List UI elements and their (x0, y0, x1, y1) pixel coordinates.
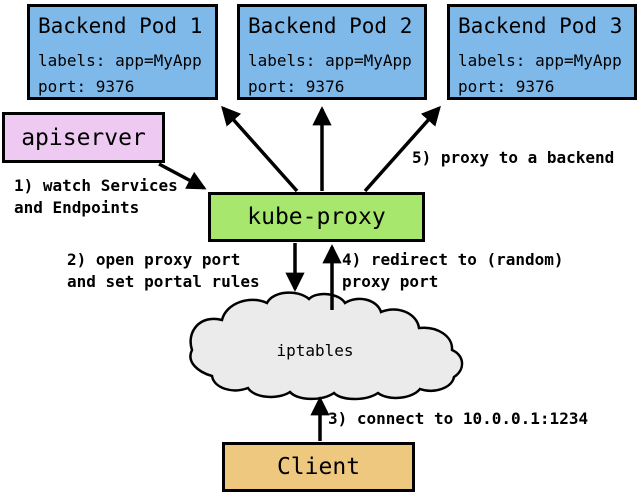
backend-pod-2-title: Backend Pod 2 (248, 14, 413, 38)
iptables-cloud-shape (189, 291, 464, 401)
client-box: Client (222, 442, 415, 492)
arrow-kubeproxy-to-pod3 (363, 105, 441, 193)
backend-pod-3-port: port: 9376 (458, 77, 555, 96)
backend-pod-1-title: Backend Pod 1 (38, 14, 203, 38)
backend-pod-2-port: port: 9376 (248, 77, 345, 96)
arrow-kubeproxy-to-pod1 (221, 105, 299, 193)
backend-pod-3-title: Backend Pod 3 (458, 14, 623, 38)
iptables-label: iptables (276, 341, 354, 360)
backend-pod-1-box: Backend Pod 1 labels: app=MyApp port: 93… (27, 4, 218, 100)
apiserver-box: apiserver (2, 112, 165, 163)
backend-pod-2-labels: labels: app=MyApp (248, 51, 412, 70)
backend-pod-1-port: port: 9376 (38, 77, 135, 96)
annotation-step4-redirect: 4) redirect to (random) proxy port (342, 250, 564, 291)
annotation-step3-connect: 3) connect to 10.0.0.1:1234 (328, 409, 589, 428)
client-label: Client (276, 454, 361, 480)
backend-pod-3-labels: labels: app=MyApp (458, 51, 622, 70)
backend-pod-2-box: Backend Pod 2 labels: app=MyApp port: 93… (237, 4, 427, 100)
annotation-step5-proxy-backend: 5) proxy to a backend (412, 148, 615, 167)
kube-proxy-label: kube-proxy (247, 204, 386, 230)
backend-pod-1-labels: labels: app=MyApp (38, 51, 202, 70)
annotation-step1-watch-services: 1) watch Services and Endpoints (14, 176, 178, 217)
kube-proxy-box: kube-proxy (208, 192, 425, 242)
apiserver-label: apiserver (21, 124, 146, 151)
arrow-apiserver-to-kubeproxy (158, 162, 207, 190)
annotation-step2-open-proxy-port: 2) open proxy port and set portal rules (67, 250, 260, 291)
backend-pod-3-box: Backend Pod 3 labels: app=MyApp port: 93… (447, 4, 637, 100)
